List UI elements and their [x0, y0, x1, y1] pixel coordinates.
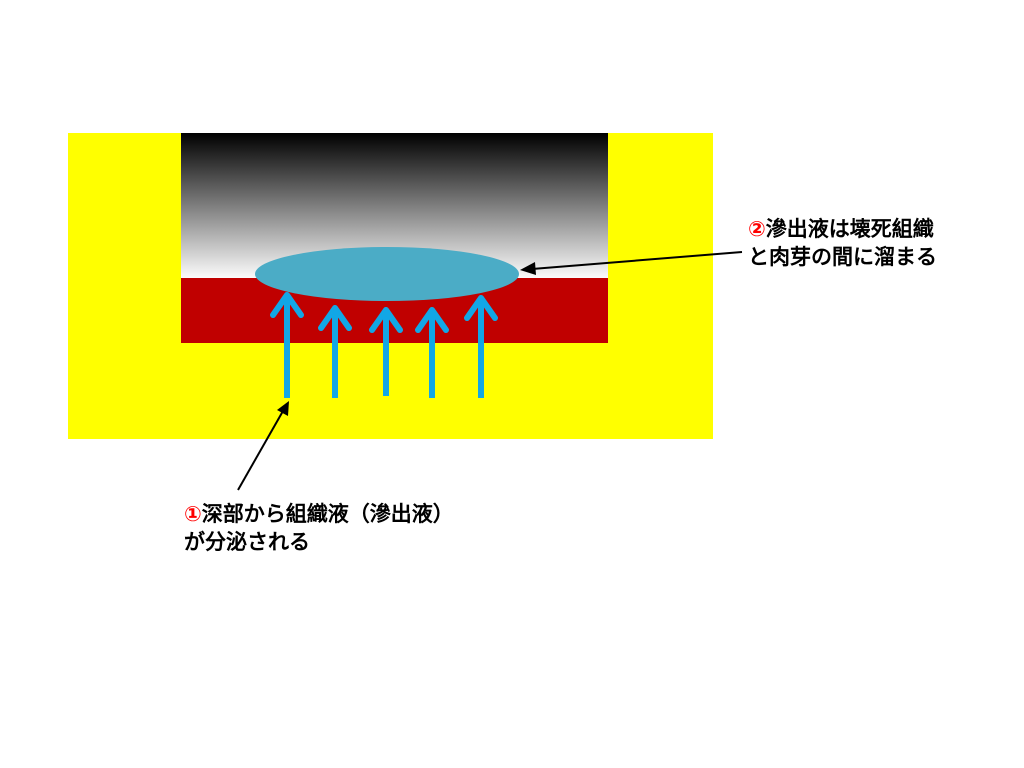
callout-exudate-secretion-line1: ①深部から組織液（滲出液）: [184, 500, 454, 528]
callout-exudate-secretion: ①深部から組織液（滲出液） が分泌される: [184, 500, 454, 556]
leader-line-exudate-secretion: [237, 401, 289, 491]
callout-exudate-secretion-text2: が分泌される: [184, 530, 310, 554]
flow-arrow: [318, 305, 352, 398]
callout-number-1: ①: [184, 502, 202, 526]
callout-exudate-secretion-text1: 深部から組織液（滲出液）: [201, 502, 454, 526]
callout-exudate-pool-text2: と肉芽の間に溜まる: [748, 245, 937, 269]
flow-arrow: [270, 292, 304, 398]
callout-exudate-pool: ②滲出液は壊死組織 と肉芽の間に溜まる: [748, 215, 937, 271]
flow-arrow: [369, 307, 403, 396]
leader-line-exudate-pool: [520, 251, 743, 275]
flow-arrow: [464, 295, 498, 398]
callout-number-2: ②: [748, 217, 766, 241]
exudate-pool: [255, 247, 519, 301]
flow-arrow: [415, 307, 449, 398]
callout-exudate-pool-line1: ②滲出液は壊死組織: [748, 215, 937, 243]
exudate-flow-arrows: [270, 292, 498, 398]
callout-exudate-pool-text1: 滲出液は壊死組織: [765, 217, 934, 241]
